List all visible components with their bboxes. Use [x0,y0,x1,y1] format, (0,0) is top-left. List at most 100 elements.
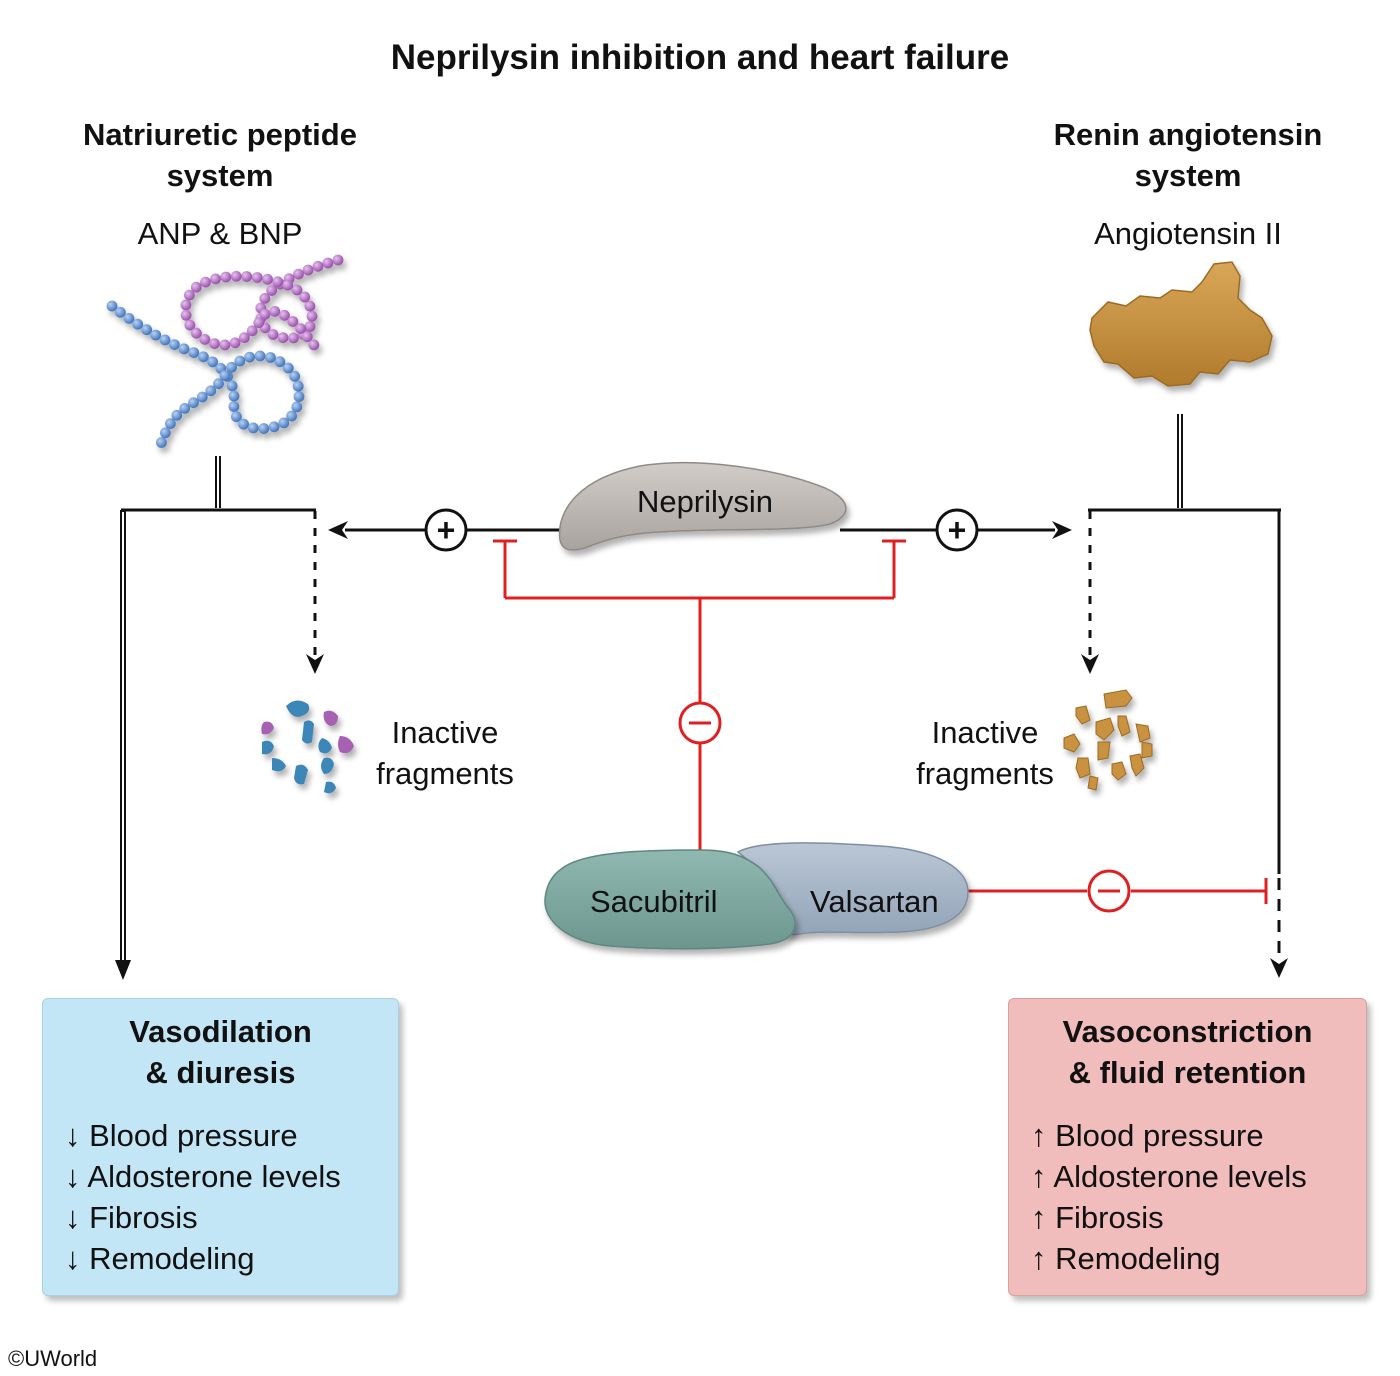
vasodilation-effect-item: ↓ Aldosterone levels [65,1159,341,1194]
bnp-bead [282,362,294,374]
angiotensin-ii-molecule [1089,261,1273,387]
bnp-bead [156,437,167,448]
bnp-bead [106,300,118,312]
bnp-bead [179,403,191,414]
anp-bead [229,337,241,349]
vasoconstriction-heading: Vasoconstriction & fluid retention [1009,1011,1366,1093]
sacubitril-label: Sacubitril [590,884,718,919]
valsartan-inhibition-line [966,878,1268,904]
anp-bead [259,293,271,304]
vasodilation-box: Vasodilation & diuresis ↓ Blood pressure… [42,998,399,1296]
anp-bead [262,273,273,285]
sacubitril-molecule [544,849,796,950]
bnp-bead [169,339,180,350]
anp-bead [304,321,316,332]
bnp-bead [291,401,303,413]
vasoconstriction-heading-line1: Vasoconstriction [1062,1014,1313,1049]
valsartan-minus-circle [1087,869,1131,913]
anp-bead [191,327,202,339]
bnp-bead [123,313,135,324]
vasoconstriction-box: Vasoconstriction & fluid retention ↑ Blo… [1008,998,1367,1296]
bnp-bead [226,380,238,392]
natriuretic-system-heading: Natriuretic peptide system [40,114,400,196]
bnp-bead [196,391,208,403]
anp-bead [253,317,265,329]
bnp-bead [254,350,266,362]
bnp-bead [289,370,301,382]
renin-system-heading: Renin angiotensin system [1008,114,1368,196]
vasodilation-heading: Vasodilation & diuresis [43,1011,398,1093]
anp-bead [277,332,289,344]
bnp-bead [278,417,290,429]
bnp-bead [198,351,209,363]
anp-bead [306,310,318,322]
right-fragments-line1: Inactive [931,715,1039,750]
left-fragments-line1: Inactive [391,715,499,750]
anp-bead [282,279,294,291]
anp-bead [241,271,253,282]
anp-bead [266,285,278,296]
bnp-bead [228,390,240,402]
vasodilation-effect-item: ↓ Fibrosis [65,1200,198,1235]
bnp-bead [231,411,242,423]
neprilysin-label: Neprilysin [636,484,774,519]
natriuretic-heading-line2: system [166,158,274,193]
bnp-bead [292,380,304,392]
vasodilation-effect-item: ↓ Blood pressure [65,1118,298,1153]
bnp-bead [188,397,199,409]
bnp-bead [234,355,246,367]
bnp-bead [159,334,171,346]
vasoconstriction-effect-item: ↑ Blood pressure [1031,1118,1264,1153]
natriuretic-heading-line1: Natriuretic peptide [83,117,357,152]
bnp-bead [268,421,280,433]
anp-bead [308,339,320,351]
anp-bead [291,284,303,296]
bnp-bead [165,418,176,429]
sacubitril-inhibition-lines [493,539,906,852]
vasodilation-effects-list: ↓ Blood pressure ↓ Aldosterone levels ↓ … [65,1115,341,1279]
right-plus-sign: + [948,512,967,548]
bnp-bead [115,306,126,318]
anp-bead [288,332,299,344]
renin-heading-line2: system [1134,158,1242,193]
anp-bead [322,257,334,269]
anp-bead [279,309,290,321]
anp-bead [246,325,258,337]
bnp-bead [274,356,286,368]
anp-bead [238,332,250,344]
anp-bead [312,260,324,272]
anp-bead [210,273,221,285]
anp-bnp-label: ANP & BNP [137,216,303,251]
left-plus-sign: + [437,512,456,548]
anp-bead [230,270,242,282]
vasodilation-effect-item: ↓ Remodeling [65,1241,255,1276]
vasoconstriction-effect-item: ↑ Remodeling [1031,1241,1221,1276]
sacubitril-minus-circle [678,701,722,745]
anp-bead [299,291,311,303]
anp-bead [304,300,316,312]
left-plus-circle: + [424,508,468,552]
bnp-bead [219,370,231,381]
bnp-bead [207,356,219,368]
bnp-bead [132,318,144,330]
anp-bead [200,276,211,288]
anp-bead [180,309,192,321]
bnp-bead [150,329,162,341]
bnp-bead [205,385,217,397]
anp-bead [269,306,281,317]
vasodilation-heading-line1: Vasodilation [129,1014,312,1049]
left-inactive-fragments-graphic [261,700,354,794]
anp-beads [180,254,344,351]
bnp-bead [244,351,256,363]
anp-bead [287,316,299,327]
anp-bead [220,271,232,283]
angiotensin-ii-label: Angiotensin II [1094,216,1282,251]
left-inactive-fragments-label: Inactive fragments [360,712,530,794]
copyright-notice: ©UWorld [8,1346,98,1371]
bnp-bead [226,361,238,373]
anp-bead [184,289,195,301]
bnp-bead [293,391,305,402]
anp-bead [199,334,211,345]
bnp-bead [171,409,183,421]
